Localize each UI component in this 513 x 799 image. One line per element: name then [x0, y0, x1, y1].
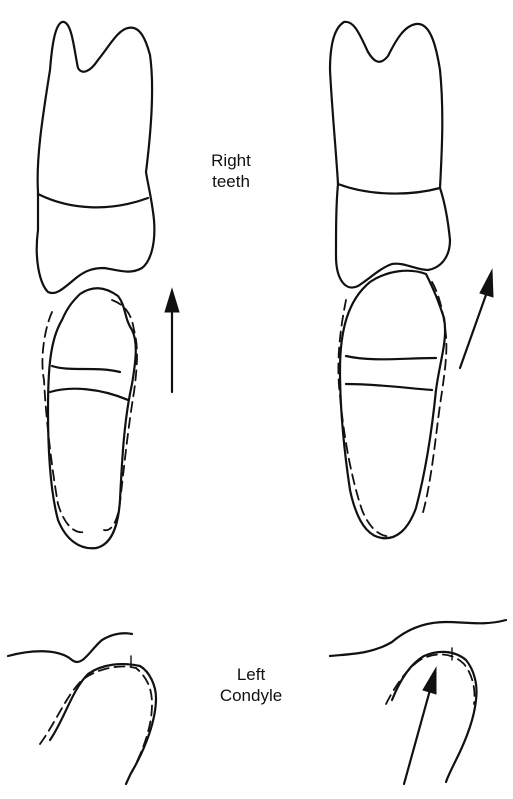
- left-condyle-head: [50, 664, 156, 784]
- right-diagonal-arrow-shaft: [460, 292, 487, 368]
- right-lower-crown-line: [346, 356, 436, 390]
- right-condyle-fossa: [330, 620, 506, 656]
- right-teeth-label-line2: teeth: [196, 171, 266, 192]
- left-up-arrow-head: [165, 289, 179, 312]
- left-upper-crown-line: [38, 194, 148, 207]
- left-teeth-drawing: [37, 22, 179, 548]
- left-condyle-label-line1: Left: [208, 664, 294, 685]
- left-condyle-label: Left Condyle: [208, 664, 294, 706]
- left-condyle-drawing-left: [8, 633, 156, 784]
- left-lower-crown-line: [50, 366, 128, 400]
- left-lower-tooth: [48, 288, 136, 548]
- right-upper-tooth: [330, 22, 450, 288]
- right-lower-tooth: [340, 271, 445, 539]
- right-condyle-arrow-shaft: [404, 690, 430, 784]
- right-lower-tooth-outline: [338, 282, 446, 536]
- right-teeth-label: Right teeth: [196, 150, 266, 192]
- left-condyle-fossa: [8, 633, 132, 662]
- right-teeth-drawing: [330, 22, 493, 538]
- left-condyle-drawing-right: [330, 620, 506, 784]
- right-condyle-arrow-head: [423, 668, 436, 694]
- left-condyle-outline: [40, 667, 152, 773]
- right-teeth-label-line1: Right: [196, 150, 266, 171]
- right-upper-crown-line: [338, 184, 440, 194]
- left-lower-tooth-outline: [42, 300, 137, 532]
- left-upper-tooth: [37, 22, 155, 293]
- right-diagonal-arrow-head: [480, 270, 493, 297]
- left-condyle-label-line2: Condyle: [208, 685, 294, 706]
